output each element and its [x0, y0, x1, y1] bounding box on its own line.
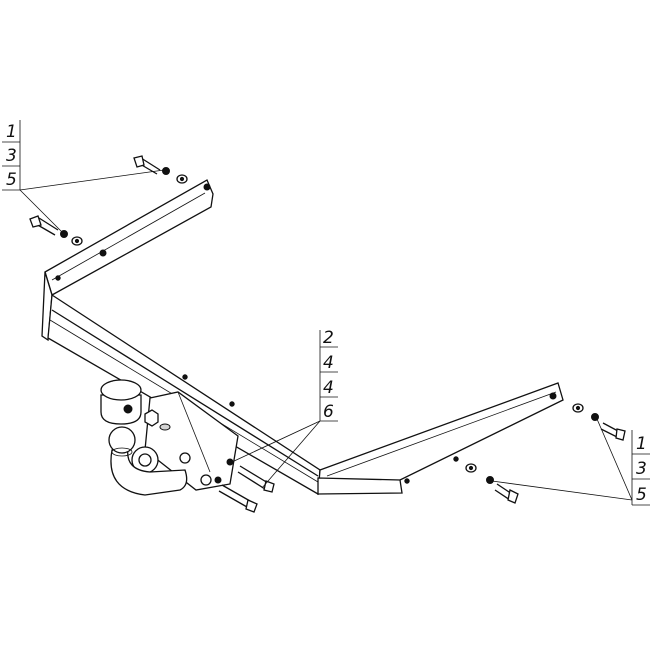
spring-washer-left-upper	[162, 167, 170, 175]
bolt-left-upper	[133, 155, 161, 175]
callout-center: 2 4 4 6	[319, 328, 338, 422]
callout-center-4a: 4	[323, 353, 334, 373]
callout-left-top-5: 5	[6, 170, 17, 190]
callout-right-5: 5	[636, 485, 647, 505]
washer-left-upper	[176, 174, 188, 184]
bolt-center-lower	[218, 484, 258, 513]
callout-left-top-1: 1	[6, 122, 17, 142]
bolt-center-upper	[237, 465, 275, 493]
bolt-right-upper	[600, 422, 626, 441]
callout-right: 1 3 5	[631, 430, 650, 506]
nut-center	[214, 458, 234, 484]
bolt-right-lower	[494, 483, 519, 504]
tow-ball-mount	[108, 391, 239, 496]
spring-washer-left-lower	[60, 230, 68, 238]
callout-center-2: 2	[323, 328, 334, 348]
ball-cover-cap	[100, 379, 142, 425]
washer-left-lower	[71, 236, 83, 246]
washer-right-upper	[572, 403, 584, 413]
callout-right-1: 1	[636, 434, 647, 454]
mount-nut	[144, 409, 159, 427]
mount-washer	[159, 423, 171, 431]
bolt-left-lower	[29, 215, 59, 236]
leader-lines	[19, 169, 633, 501]
washer-right-lower	[465, 463, 477, 473]
callout-right-3: 3	[636, 459, 647, 479]
callout-center-6: 6	[323, 402, 334, 422]
spring-washer-right-upper	[591, 413, 599, 421]
callout-left-top-3: 3	[6, 146, 17, 166]
spring-washer-right-lower	[486, 476, 494, 484]
hitch-frame	[41, 179, 564, 496]
callout-left-top: 1 3 5	[2, 120, 21, 191]
callout-center-4b: 4	[323, 378, 334, 398]
